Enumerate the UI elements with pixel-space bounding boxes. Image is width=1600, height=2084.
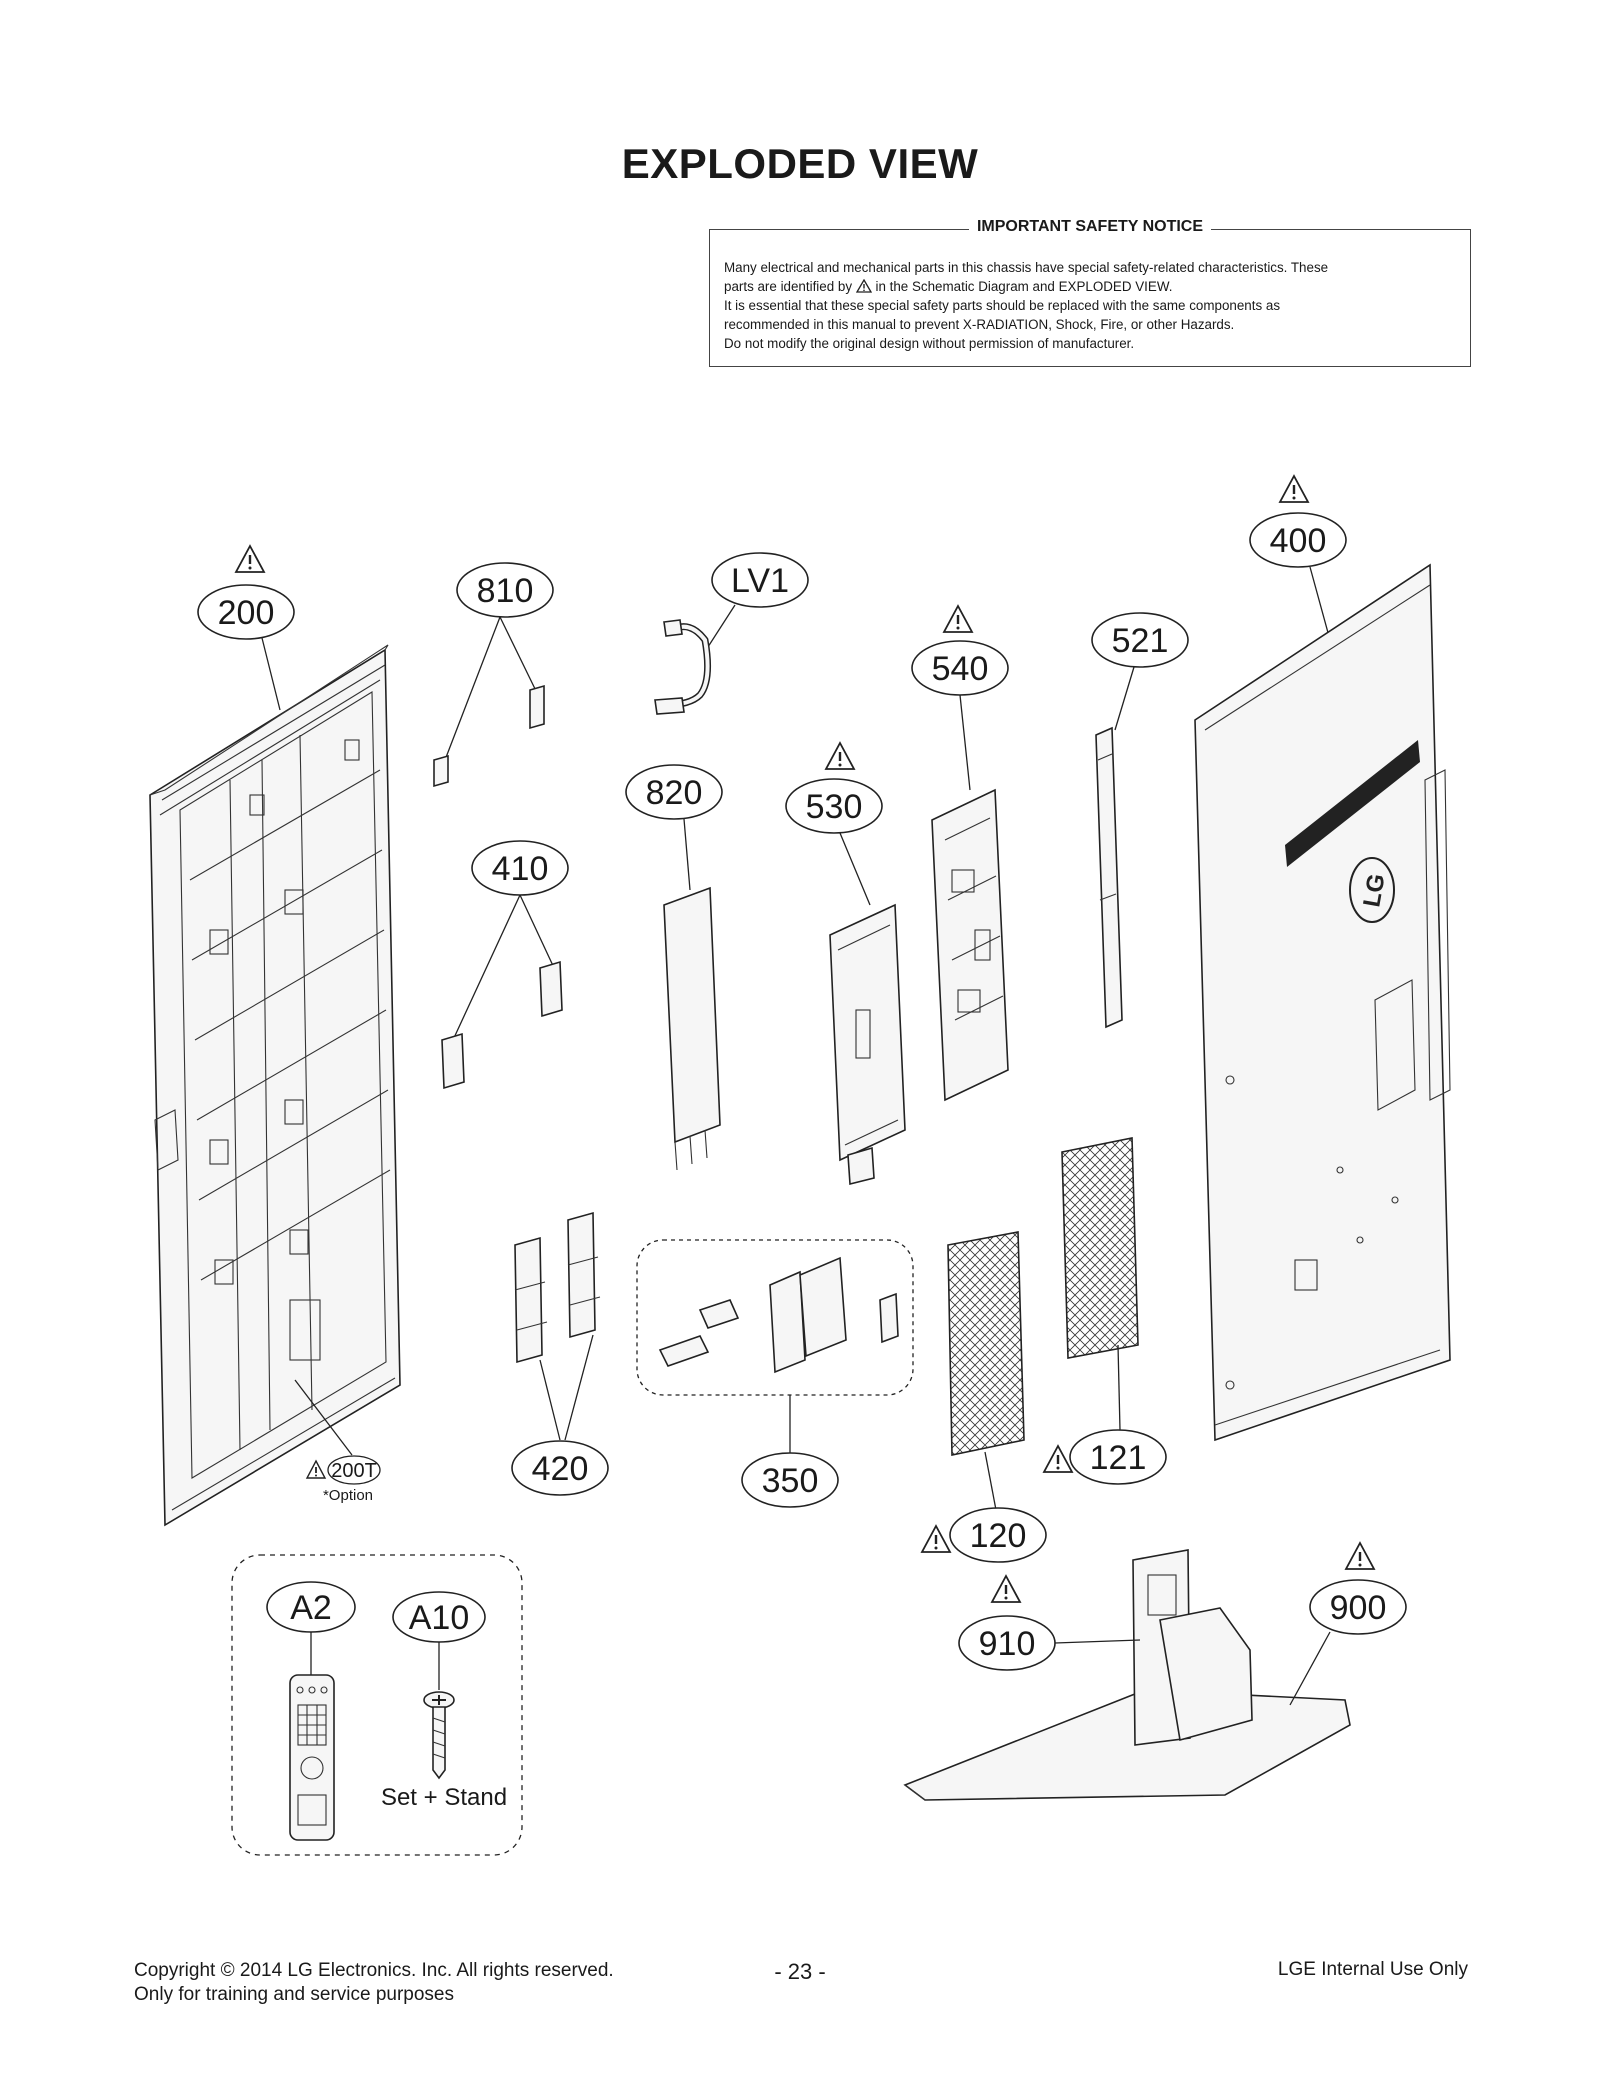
callout-121: 121: [1090, 1439, 1147, 1477]
option-note: *Option: [323, 1487, 373, 1504]
notice-line-2: parts are identified by in the Schematic…: [724, 279, 1173, 294]
page-number: - 23 -: [774, 1959, 826, 1984]
safety-notice-body: Many electrical and mechanical parts in …: [724, 258, 1458, 353]
callout-200: 200: [218, 594, 275, 632]
callout-120: 120: [970, 1517, 1027, 1555]
part-820-insulator: [663, 886, 721, 1171]
part-521-side-board: [1095, 726, 1123, 1029]
notice-line-5: Do not modify the original design withou…: [724, 336, 1135, 351]
part-900-stand-base: [903, 1689, 1351, 1801]
part-121-speaker: [1061, 1137, 1139, 1359]
notice-line-3: It is essential that these special safet…: [724, 298, 1281, 313]
screw-usage-label: Set + Stand: [381, 1784, 507, 1811]
callout-540: 540: [932, 650, 989, 688]
part-200-module-frame: [149, 644, 401, 1527]
callout-420: 420: [532, 1450, 589, 1488]
callout-400: 400: [1270, 522, 1327, 560]
part-420-bracket: [514, 1211, 601, 1364]
callout-a2: A2: [290, 1589, 332, 1627]
callout-910: 910: [979, 1625, 1036, 1663]
part-810-bracket: [433, 684, 545, 788]
lg-logo: LG: [1358, 872, 1390, 910]
part-530-power-board: [829, 903, 906, 1186]
callout-820: 820: [646, 774, 703, 812]
notice-line-4: recommended in this manual to prevent X-…: [724, 317, 1235, 332]
callout-410: 410: [492, 850, 549, 888]
safety-notice-box: IMPORTANT SAFETY NOTICE Many electrical …: [709, 218, 1471, 367]
callout-521: 521: [1112, 622, 1169, 660]
part-910-stand-neck: [1132, 1549, 1253, 1746]
callout-350: 350: [762, 1462, 819, 1500]
part-400-back-cover: LG: [1194, 563, 1451, 1442]
footer-internal-use: LGE Internal Use Only: [1277, 1959, 1468, 1980]
warning-triangle-icon: [855, 279, 872, 293]
safety-notice-heading: IMPORTANT SAFETY NOTICE: [968, 218, 1212, 235]
remote-control-icon: [289, 1674, 335, 1841]
part-350-group: [636, 1239, 914, 1396]
part-120-speaker: [947, 1231, 1025, 1456]
screw-icon: [423, 1691, 455, 1780]
callout-200t: 200T: [331, 1460, 377, 1482]
part-410-bracket: [441, 960, 563, 1090]
callout-a10: A10: [409, 1599, 470, 1637]
accessories-group: [231, 1554, 523, 1856]
page-title: EXPLODED VIEW: [621, 140, 979, 187]
part-350-components: [658, 1256, 899, 1374]
callout-lv1: LV1: [731, 562, 789, 600]
callout-900: 900: [1330, 1589, 1387, 1627]
part-lv1-cable: [654, 619, 712, 715]
footer-copyright: Copyright © 2014 LG Electronics. Inc. Al…: [134, 1960, 614, 2005]
callout-810: 810: [477, 572, 534, 610]
part-540-main-board: [931, 788, 1009, 1102]
callout-530: 530: [806, 788, 863, 826]
notice-line-1: Many electrical and mechanical parts in …: [724, 260, 1329, 275]
